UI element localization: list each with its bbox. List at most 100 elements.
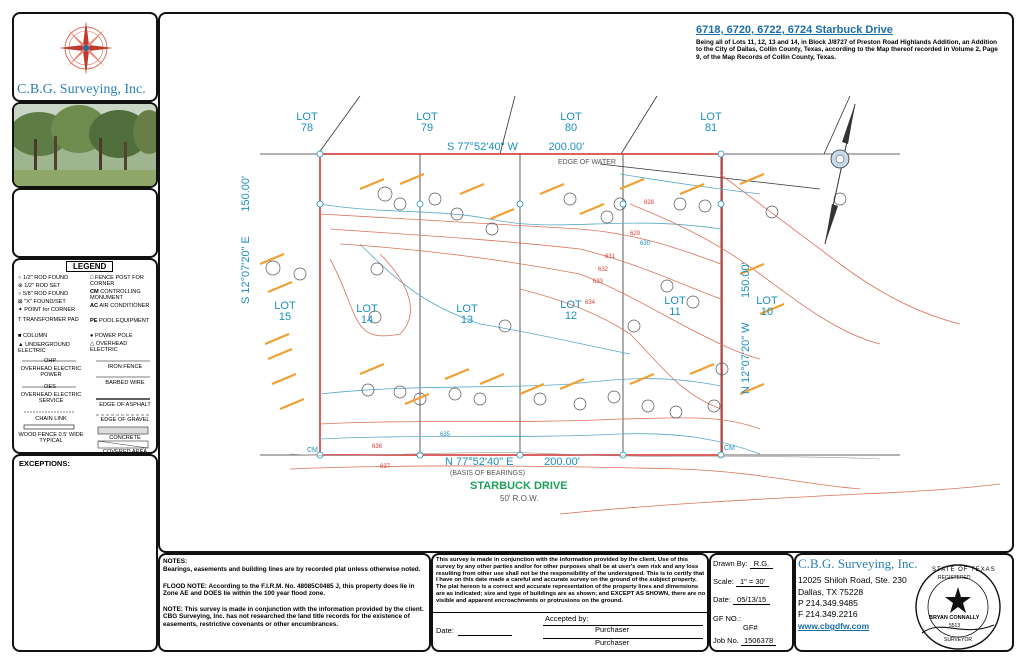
legend-barbed-wire: BARBED WIRE bbox=[105, 380, 145, 386]
cm-right: CM bbox=[724, 445, 735, 452]
contour-634: 634 bbox=[585, 300, 596, 306]
legend-oes: OVERHEAD ELECTRIC SERVICE bbox=[20, 392, 82, 404]
legend-concrete: CONCRETE bbox=[109, 435, 141, 441]
contour-635: 635 bbox=[440, 432, 451, 438]
gf-row: GF NO.:GF# bbox=[713, 614, 758, 632]
street-name: STARBUCK DRIVE bbox=[470, 480, 568, 492]
company-address-2: Dallas, TX 75228 bbox=[798, 587, 864, 597]
edge-of-water-label: EDGE OF WATER bbox=[558, 159, 616, 166]
drawn-by-row: Drawn By: R.G. bbox=[713, 559, 774, 569]
note-flood: FLOOD NOTE: According to the F.I.R.M. No… bbox=[163, 583, 415, 598]
lot-10-label: LOT 10 bbox=[756, 295, 778, 318]
lot-79-label: LOT 79 bbox=[416, 111, 438, 134]
bearing-left: S 12°07'20" E 150.00' bbox=[240, 175, 252, 304]
legend-58-rod-found: ○ 5/8" ROD FOUND bbox=[18, 291, 69, 297]
seal-surveyor-name: BRYAN CONNALLY bbox=[929, 615, 980, 621]
right-of-way: 50' R.O.W. bbox=[500, 494, 539, 503]
accepted-by-label: Accepted by: bbox=[545, 614, 589, 623]
legend-air-conditioner: AC AIR CONDITIONER bbox=[90, 303, 150, 309]
company-fax: F 214.349.2216 bbox=[798, 609, 858, 619]
legend-point-corner: ✦ POINT for CORNER bbox=[18, 307, 76, 313]
lot-15-label: LOT 15 bbox=[274, 300, 296, 323]
compass-rose-logo-icon bbox=[59, 21, 113, 75]
contour-629: 629 bbox=[630, 231, 641, 237]
surveyor-seal-icon bbox=[915, 564, 1001, 650]
property-address-title: 6718, 6720, 6722, 6724 Starbuck Drive bbox=[696, 24, 893, 36]
scale-row: Scale: 1" = 30' bbox=[713, 577, 770, 587]
legend-ohp: OVERHEAD ELECTRIC POWER bbox=[20, 366, 82, 378]
contour-636: 636 bbox=[372, 444, 383, 450]
seal-number: 5513 bbox=[949, 623, 961, 629]
legend-rod-found: ○ 1/2" ROD FOUND bbox=[18, 275, 69, 281]
lot-13-label: LOT 13 bbox=[456, 303, 478, 326]
legend-ohp-code: OHP bbox=[44, 358, 57, 364]
legend-fence-post: □ FENCE POST FOR CORNER bbox=[90, 275, 144, 287]
contour-637: 637 bbox=[380, 464, 391, 470]
survey-plan bbox=[259, 95, 1001, 515]
contour-633: 633 bbox=[593, 279, 604, 285]
date-label: Date: bbox=[436, 626, 454, 635]
lot-80-label: LOT 80 bbox=[560, 111, 582, 134]
legend-x-found: ⊠ "X" FOUND/SET bbox=[18, 299, 66, 305]
contour-632: 632 bbox=[598, 267, 609, 273]
logo-panel: C.B.G. Surveying, Inc. bbox=[12, 12, 158, 102]
legend-controlling-monument: CM CONTROLLING MONUMENT bbox=[90, 289, 141, 301]
note-3: NOTE: This survey is made in conjunction… bbox=[163, 606, 424, 628]
blank-panel bbox=[12, 188, 158, 258]
acceptance-block: Accepted by: Date: Purchaser Purchaser bbox=[433, 612, 707, 651]
bearing-top: S 77°52'40" W 200.00' bbox=[447, 141, 585, 153]
lot-11-label: LOT 11 bbox=[664, 295, 686, 318]
legend-transformer-pad: T TRANSFORMER PAD bbox=[18, 317, 79, 323]
notes-heading: NOTES: bbox=[163, 558, 188, 565]
bearing-bottom: N 77°52'40" E 200.00' bbox=[445, 456, 580, 468]
lot-12-label: LOT 12 bbox=[560, 299, 582, 322]
site-photo-panel bbox=[12, 102, 158, 188]
company-website-link[interactable]: www.cbgdfw.com bbox=[798, 621, 870, 631]
seal-state: STATE OF TEXAS bbox=[932, 567, 996, 573]
job-info-panel: Drawn By: R.G. Scale: 1" = 30' Date: 05/… bbox=[709, 553, 794, 652]
legend-power-pole: ● POWER POLE bbox=[90, 333, 133, 339]
north-arrow-icon bbox=[824, 103, 856, 245]
notes-panel: NOTES: Bearings, easements and building … bbox=[158, 553, 431, 652]
legend-chain-link: CHAIN LINK bbox=[35, 416, 67, 422]
certification-text: This survey is made in conjunction with … bbox=[436, 557, 706, 604]
legend-panel: LEGEND ○ 1/2" ROD FOUND ⊗ 1/2" ROD SET ○… bbox=[12, 258, 158, 455]
date-line[interactable] bbox=[458, 634, 512, 636]
legend-underground-electric: ▲ UNDERGROUND ELECTRIC bbox=[18, 342, 70, 354]
legend-line-symbols bbox=[22, 360, 150, 449]
contour-631: 631 bbox=[605, 254, 616, 260]
legend-column: ■ COLUMN bbox=[18, 333, 48, 339]
legend-wood-fence: WOOD FENCE 0.5' WIDE TYPICAL bbox=[18, 432, 84, 444]
cm-left: CM bbox=[307, 447, 318, 454]
purchaser-1-label: Purchaser bbox=[595, 625, 630, 634]
legend-pool-equipment: PE POOL EQUIPMENT bbox=[90, 318, 150, 324]
lot-14-label: LOT 14 bbox=[356, 303, 378, 326]
contour-630: 630 bbox=[640, 241, 651, 247]
purchaser-1-line[interactable] bbox=[543, 624, 703, 626]
note-1: Bearings, easements and building lines a… bbox=[163, 566, 421, 573]
purchaser-2-line[interactable] bbox=[543, 637, 703, 639]
seal-registered: REGISTERED bbox=[938, 575, 971, 581]
basis-of-bearings: (BASIS OF BEARINGS) bbox=[450, 470, 526, 477]
legend-rod-set: ⊗ 1/2" ROD SET bbox=[18, 283, 61, 289]
legend-covered-area: COVERED AREA bbox=[102, 449, 148, 455]
company-panel: C.B.G. Surveying, Inc. 12025 Shiloh Road… bbox=[794, 553, 1014, 652]
legend-edge-gravel: EDGE OF GRAVEL bbox=[100, 417, 150, 423]
drawing-panel: 6718, 6720, 6722, 6724 Starbuck Drive Be… bbox=[158, 12, 1014, 553]
legend-overhead-electric: △ OVERHEAD ELECTRIC bbox=[90, 341, 128, 353]
exceptions-panel: EXCEPTIONS: bbox=[12, 454, 158, 652]
exceptions-label: EXCEPTIONS: bbox=[19, 459, 70, 468]
purchaser-2-label: Purchaser bbox=[595, 638, 630, 647]
contour-628: 628 bbox=[644, 200, 655, 206]
legend-iron-fence: IRON FENCE bbox=[107, 364, 143, 370]
site-photo bbox=[14, 104, 156, 186]
legend-title: LEGEND bbox=[66, 261, 114, 272]
date-row: Date: 05/13/15 bbox=[713, 595, 771, 605]
lot-81-label: LOT 81 bbox=[700, 111, 722, 134]
certification-panel: This survey is made in conjunction with … bbox=[431, 553, 709, 652]
company-phone: P 214.349.9485 bbox=[798, 598, 858, 608]
company-name: C.B.G. Surveying, Inc. bbox=[798, 556, 918, 571]
job-no-row: Job No. 1506378 bbox=[713, 636, 777, 646]
property-description: Being all of Lots 11, 12, 13 and 14, in … bbox=[696, 39, 998, 61]
legend-oes-code: OES bbox=[44, 384, 56, 390]
